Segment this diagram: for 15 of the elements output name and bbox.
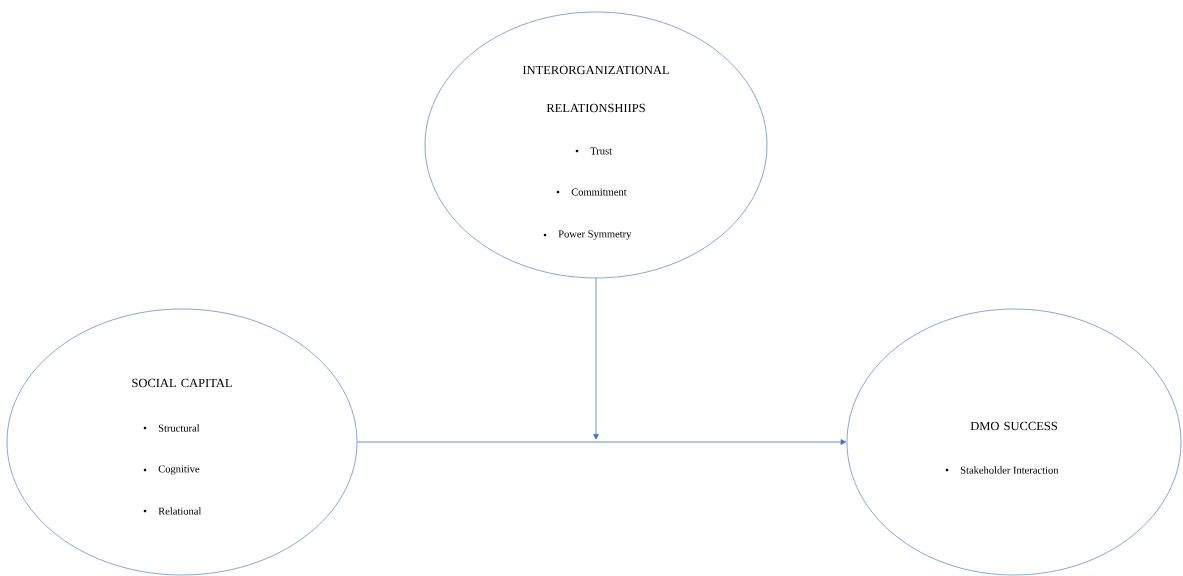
list-item: Trust [590, 147, 612, 155]
heading: DMO SUCCESS [970, 421, 1057, 431]
list-item: Commitment [571, 188, 627, 196]
arrow [593, 278, 599, 440]
heading: INTERORGANIZATIONAL RELATIONSHIIPS [522, 65, 669, 113]
list-item: Power Symmetry [558, 230, 632, 240]
arrow [357, 439, 847, 445]
list-item: Cognitive [158, 465, 200, 475]
list-item: Relational [158, 507, 202, 515]
list-item: Stakeholder Interaction [960, 466, 1059, 474]
heading: SOCIAL CAPITAL [132, 378, 232, 388]
ellipse [846, 308, 1182, 576]
ellipse [6, 308, 358, 576]
ellipse [424, 11, 768, 279]
list-item: Structural [158, 424, 200, 432]
